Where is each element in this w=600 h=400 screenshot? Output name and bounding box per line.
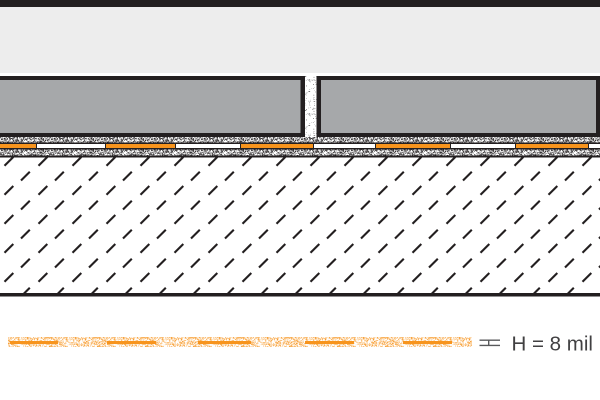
svg-text:H = 8 mil: H = 8 mil	[512, 333, 593, 356]
